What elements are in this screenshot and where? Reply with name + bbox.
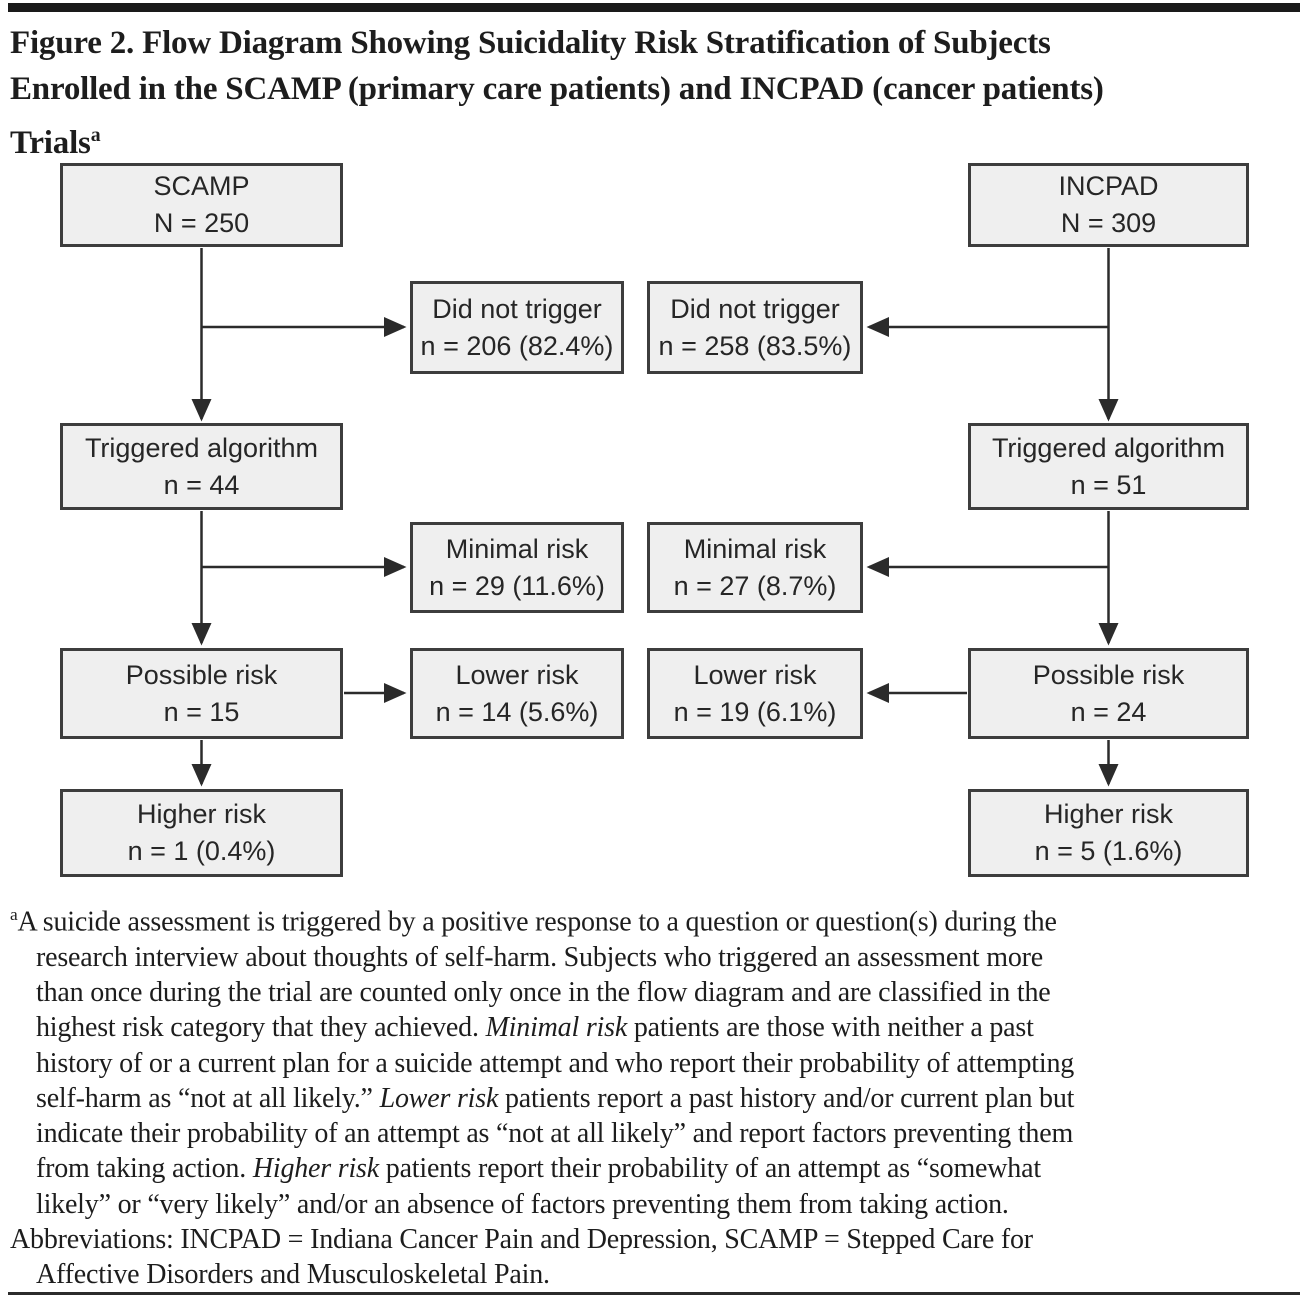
flow-diagram: SCAMP N = 250 INCPAD N = 309 Did not tri… [60, 163, 1249, 877]
footnote-text: history of or a current plan for a suici… [36, 1047, 1075, 1079]
box-incpad-higher-risk: Higher risk n = 5 (1.6%) [968, 789, 1249, 877]
box-label: INCPAD [1058, 171, 1159, 201]
box-scamp: SCAMP N = 250 [60, 163, 343, 247]
box-incpad-minimal-risk: Minimal risk n = 27 (8.7%) [647, 522, 863, 613]
footnote-line: history of or a current plan for a suici… [10, 1046, 1304, 1081]
footnote-line: from taking action. Higher risk patients… [10, 1151, 1304, 1186]
footnote-line: highest risk category that they achieved… [10, 1010, 1304, 1045]
box-count: n = 15 [163, 696, 240, 727]
figure-title-line: Trialsa [10, 112, 1302, 166]
box-label: SCAMP [153, 171, 250, 201]
box-count: n = 14 (5.6%) [435, 696, 599, 727]
box-label: Triggered algorithm [84, 432, 319, 463]
footnote-line: aA suicide assessment is triggered by a … [10, 897, 1304, 940]
box-label: Higher risk [1043, 799, 1174, 829]
footnote-text: Lower risk [379, 1082, 499, 1114]
box-count: n = 206 (82.4%) [420, 330, 614, 361]
box-incpad-triggered: Triggered algorithm n = 51 [968, 423, 1249, 510]
figure-title: Figure 2. Flow Diagram Showing Suicidali… [10, 20, 1302, 166]
box-label: Possible risk [125, 659, 278, 690]
figure-title-line: Enrolled in the SCAMP (primary care pati… [10, 71, 1104, 107]
box-count: n = 19 (6.1%) [673, 696, 837, 727]
box-count: n = 29 (11.6%) [429, 570, 605, 601]
box-count: n = 51 [1070, 469, 1147, 500]
box-count: n = 1 (0.4%) [127, 836, 276, 866]
box-count: N = 309 [1060, 208, 1157, 238]
box-label: Minimal risk [445, 533, 589, 564]
box-count: n = 258 (83.5%) [658, 330, 852, 361]
box-incpad-did-not-trigger: Did not trigger n = 258 (83.5%) [647, 281, 863, 374]
footnote-text: patients report their probability of an … [378, 1153, 1041, 1185]
footnote-text: patients report a past history and/or cu… [498, 1082, 1075, 1114]
box-scamp-did-not-trigger: Did not trigger n = 206 (82.4%) [410, 281, 624, 374]
box-scamp-possible-risk: Possible risk n = 15 [60, 648, 343, 739]
top-rule [8, 3, 1300, 12]
bottom-rule [8, 1292, 1300, 1295]
footnote-text: likely” or “very likely” and/or an absen… [36, 1188, 1009, 1220]
box-label: Did not trigger [432, 293, 602, 324]
box-count: n = 44 [163, 469, 240, 500]
footnote-line: Abbreviations: INCPAD = Indiana Cancer P… [10, 1222, 1304, 1257]
footnote-text: from taking action. [36, 1153, 253, 1185]
box-incpad-possible-risk: Possible risk n = 24 [968, 648, 1249, 739]
footnote-text: research interview about thoughts of sel… [36, 941, 1044, 973]
box-count: n = 5 (1.6%) [1034, 836, 1183, 866]
footnote-text: than once during the trial are counted o… [36, 976, 1051, 1008]
footnote-line: than once during the trial are counted o… [10, 975, 1304, 1010]
box-label: Triggered algorithm [991, 432, 1226, 463]
box-label: Possible risk [1032, 659, 1185, 690]
footnote-line: likely” or “very likely” and/or an absen… [10, 1187, 1304, 1222]
footnote: aA suicide assessment is triggered by a … [10, 897, 1304, 1293]
connector-arrows [191, 248, 1119, 787]
box-incpad: INCPAD N = 309 [968, 163, 1249, 247]
footnote-text: A suicide assessment is triggered by a p… [17, 906, 1057, 938]
footnote-text: Minimal risk [485, 1012, 628, 1044]
footnote-text: self-harm as “not at all likely.” [36, 1082, 380, 1114]
footnote-line: indicate their probability of an attempt… [10, 1116, 1304, 1151]
footnote-line: self-harm as “not at all likely.” Lower … [10, 1081, 1304, 1116]
box-count: N = 250 [153, 208, 250, 238]
figure-title-text: Trials [10, 125, 91, 161]
box-scamp-lower-risk: Lower risk n = 14 (5.6%) [410, 648, 624, 739]
box-scamp-higher-risk: Higher risk n = 1 (0.4%) [60, 789, 343, 877]
footnote-text: Higher risk [252, 1153, 379, 1185]
footnote-text: Abbreviations: INCPAD = Indiana Cancer P… [10, 1224, 1033, 1255]
box-label: Lower risk [455, 659, 579, 690]
box-scamp-triggered: Triggered algorithm n = 44 [60, 423, 343, 510]
footnote-text: Affective Disorders and Musculoskeletal … [36, 1259, 550, 1291]
footnote-line: research interview about thoughts of sel… [10, 940, 1304, 975]
box-label: Did not trigger [670, 293, 840, 324]
footnote-text: patients are those with neither a past [627, 1012, 1034, 1044]
footnote-text: indicate their probability of an attempt… [36, 1118, 1074, 1150]
box-incpad-lower-risk: Lower risk n = 19 (6.1%) [647, 648, 863, 739]
footnote-marker: a [90, 124, 101, 146]
box-label: Higher risk [136, 799, 267, 829]
footnote-line: Affective Disorders and Musculoskeletal … [10, 1257, 1304, 1292]
box-count: n = 24 [1070, 696, 1147, 727]
footnote-marker: a [10, 905, 18, 924]
box-count: n = 27 (8.7%) [673, 570, 837, 601]
figure-title-line: Figure 2. Flow Diagram Showing Suicidali… [10, 25, 1051, 61]
box-label: Lower risk [693, 659, 817, 690]
box-scamp-minimal-risk: Minimal risk n = 29 (11.6%) [410, 522, 624, 613]
box-label: Minimal risk [683, 533, 827, 564]
footnote-text: highest risk category that they achieved… [36, 1012, 486, 1044]
